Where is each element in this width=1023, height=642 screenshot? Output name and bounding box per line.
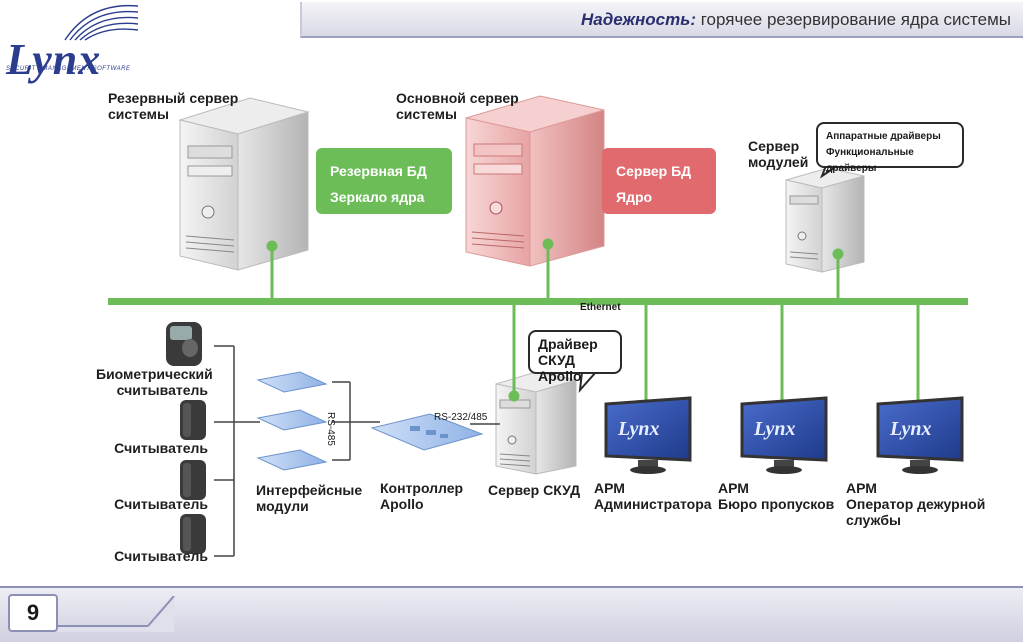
rs232-label: RS-232/485 [434,412,488,423]
logo-swoosh-icon [64,4,139,41]
controller-apollo-icon [370,413,484,451]
modules-callout: Аппаратные драйверы Функциональные драйв… [816,122,964,174]
main-db-box: Сервер БД Ядро [602,148,716,214]
reader-bus-lines [214,345,260,557]
controller-apollo-label: Контроллер Apollo [380,480,464,512]
backup-db-line1: Резервная БД [330,163,427,179]
driver-callout: Драйвер СКУД Apollo [528,330,622,384]
title-rest: горячее резервирование ядра системы [695,10,1011,29]
monitor-operator-logo: Lynx [890,418,932,440]
workstation-admin-label: АРМ Администратора [594,480,712,512]
topology-diagram [108,95,968,557]
reader-2-icon [180,460,206,500]
reader-1-icon [180,400,206,440]
modules-callout-line1: Аппаратные драйверы [826,131,941,142]
skud-server-icon [495,371,577,475]
monitor-operator-icon [876,396,964,474]
monitor-admin-icon [604,396,692,474]
monitor-admin-logo: Lynx [618,418,660,440]
workstation-operator-label: АРМ Оператор дежурной службы [846,480,986,528]
backup-db-box: Резервная БД Зеркало ядра [316,148,452,214]
biometric-reader-icon [166,322,202,366]
skud-server-label: Сервер СКУД [488,482,581,498]
reader-3-label: Считыватель [114,548,208,564]
footer-tab-shape [56,596,175,632]
slide-title: Надежность: горячее резервирование ядра … [581,10,1011,30]
page-number: 9 [8,594,58,632]
backup-server-icon [178,97,310,271]
modules-callout-line2: Функциональные драйверы [826,147,914,174]
modules-server-icon [785,167,865,273]
reader-1-label: Считыватель [114,440,208,456]
monitor-pass-office-logo: Lynx [754,418,796,440]
header-bar: Надежность: горячее резервирование ядра … [300,2,1023,38]
driver-callout-pointer [578,371,599,394]
main-server-label: Основной сервер системы [396,90,519,122]
interface-modules-label: Интерфейсные модули [256,482,363,514]
rs485-bracket [332,381,500,461]
title-bold: Надежность: [581,10,696,29]
main-server-icon [465,95,605,267]
rs485-label: RS-485 [325,412,336,446]
backup-db-line2: Зеркало ядра [330,189,425,205]
interface-modules-icon [256,371,328,471]
modules-server-label: Сервер модулей [748,138,809,170]
monitor-pass-office-icon [740,396,828,474]
main-db-line1: Сервер БД [616,163,692,179]
lynx-logo: Lynx [6,35,102,84]
main-db-line2: Ядро [616,189,653,205]
ethernet-bus [108,298,968,305]
logo-subtitle: SECURITY MANAGEMENT SOFTWARE [6,66,131,72]
backup-server-label: Резервный сервер системы [108,90,239,122]
reader-3-icon [180,514,206,554]
ethernet-label: Ethernet [580,302,621,313]
reader-2-label: Считыватель [114,496,208,512]
biometric-reader-label: Биометрический считыватель [96,366,213,398]
workstation-pass-office-label: АРМ Бюро пропусков [718,480,835,512]
